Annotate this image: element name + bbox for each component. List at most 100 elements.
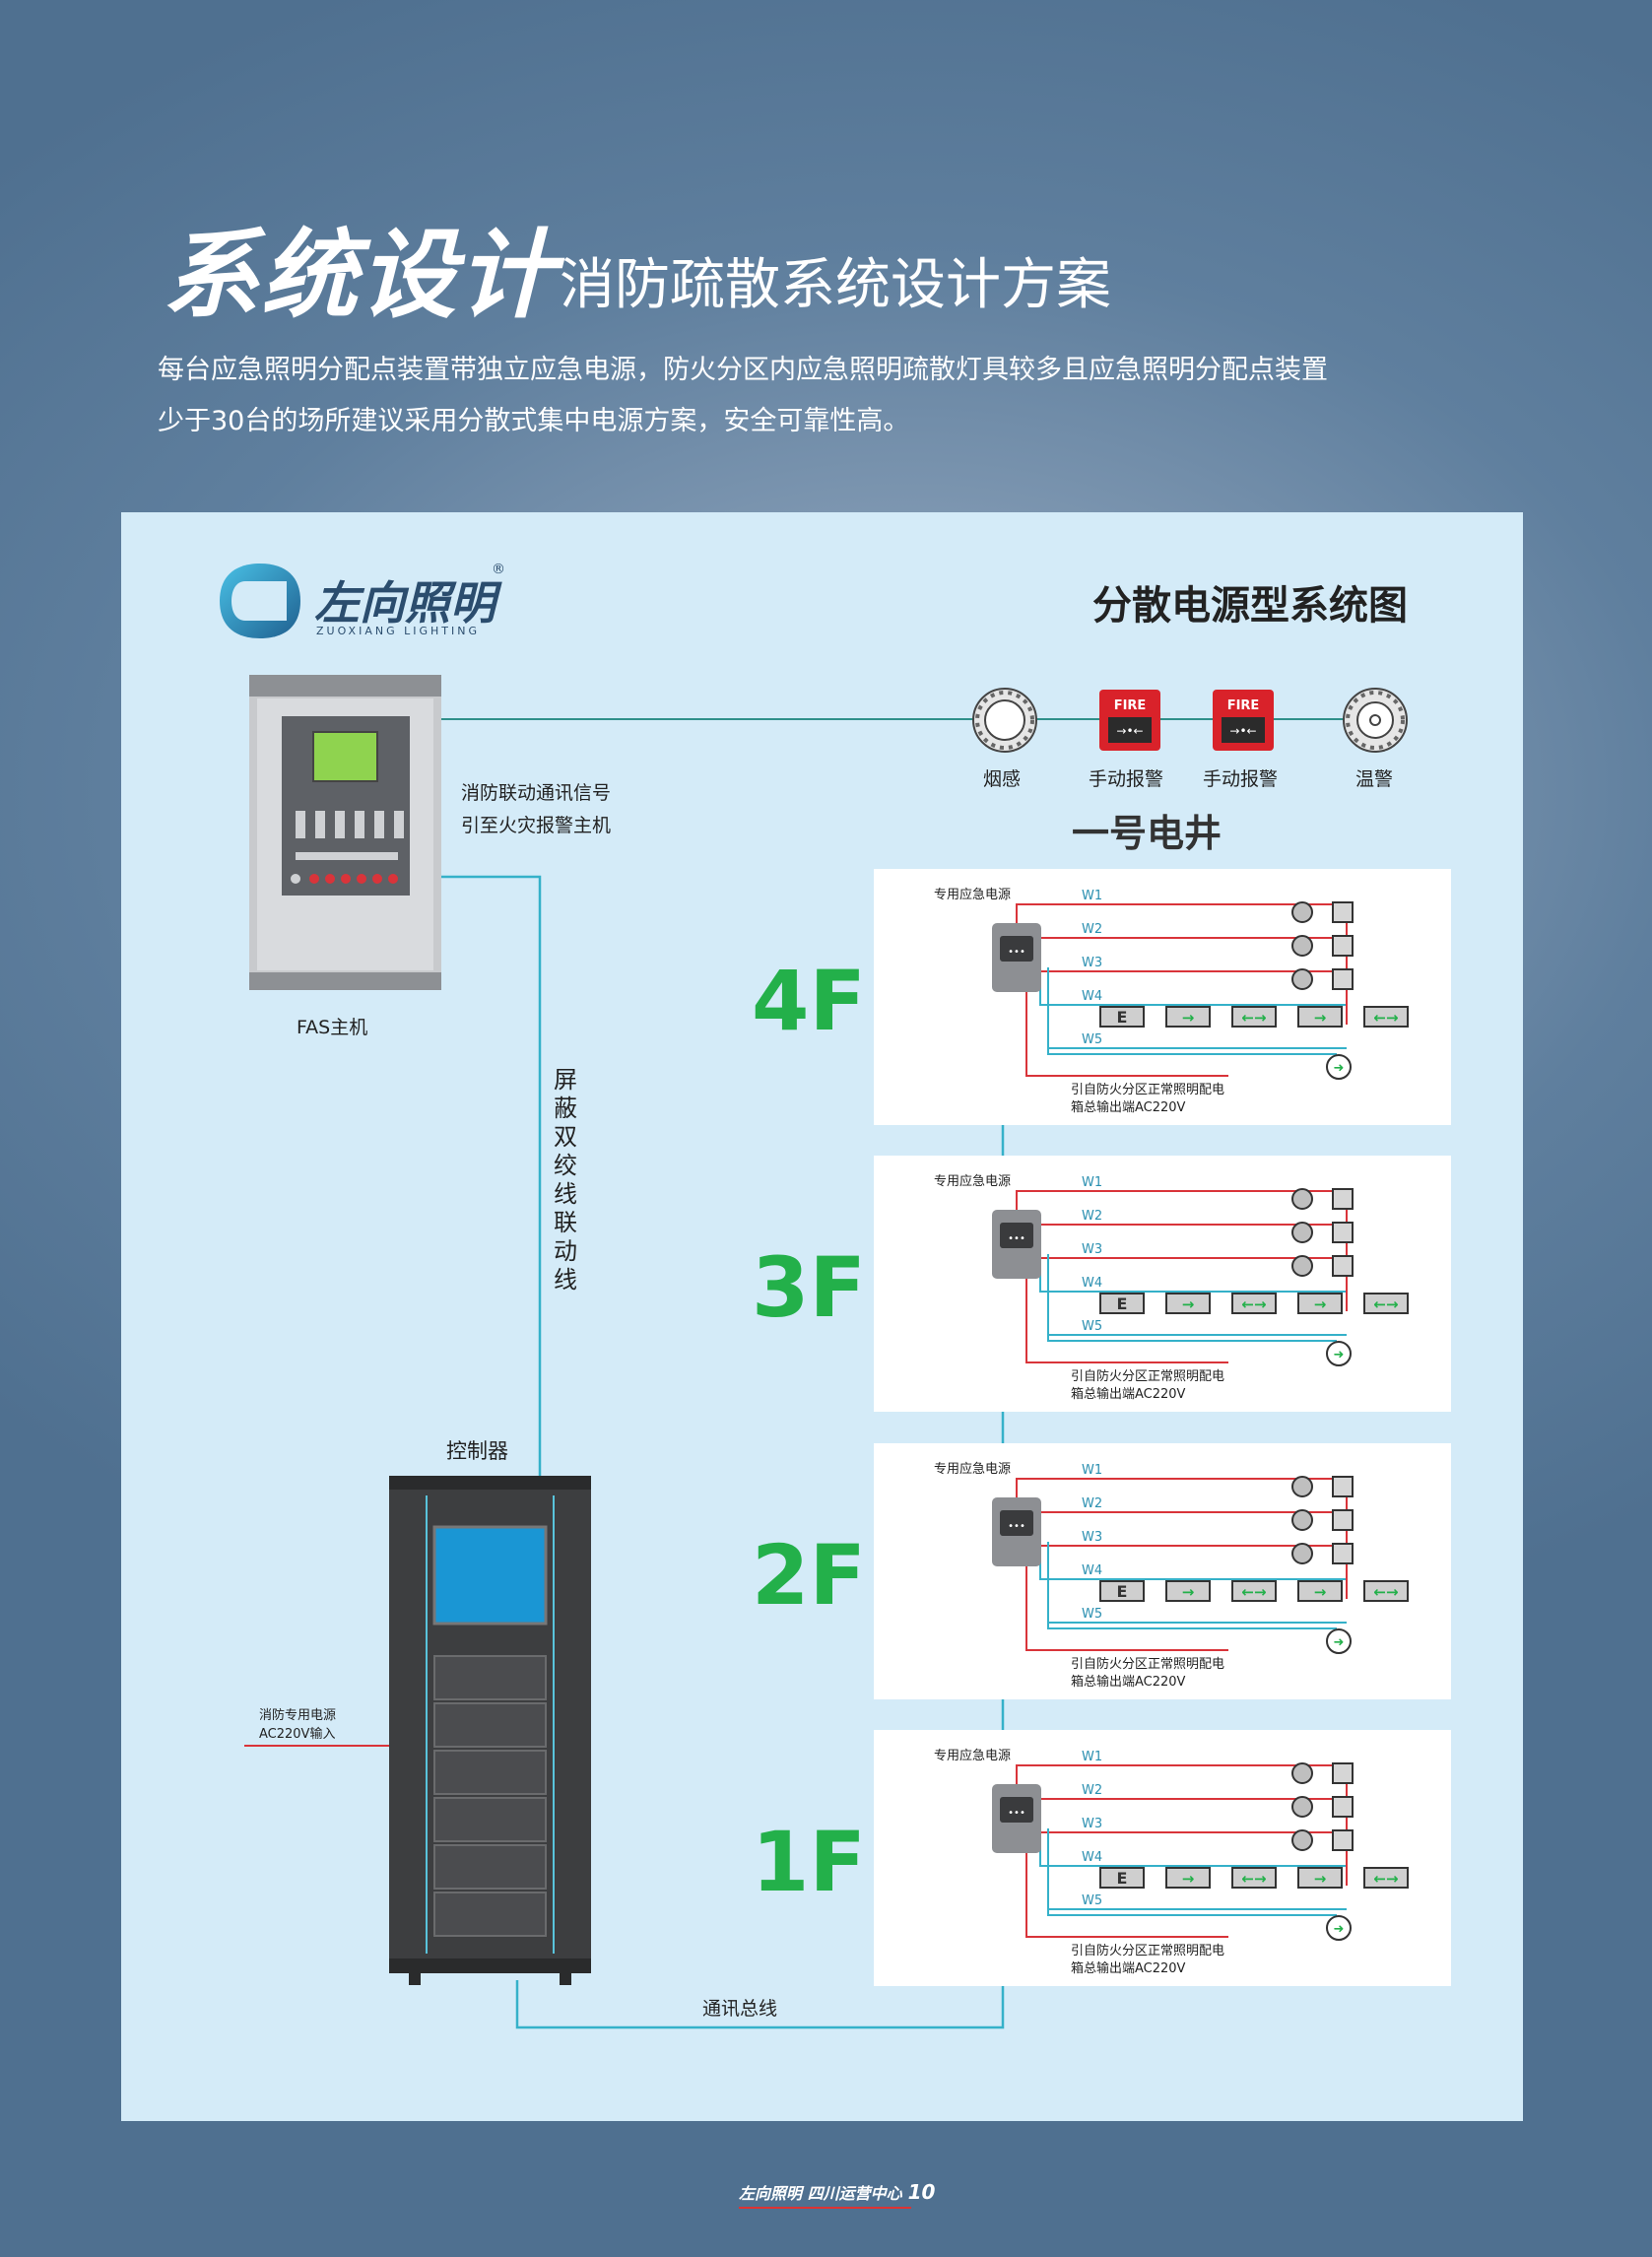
controller-cabinet <box>389 1476 591 1990</box>
direction-sign-icon <box>1297 1006 1343 1028</box>
ceiling-light-icon <box>1291 1543 1313 1564</box>
ac-source-note-2: 箱总输出端AC220V <box>1071 1960 1186 1976</box>
direction-arrow: ←→ <box>1373 1583 1398 1601</box>
ac-input-line <box>1025 1264 1228 1363</box>
power-unit-screen <box>1000 936 1033 962</box>
diagram-panel: 左向照明 ® ZUOXIANG LIGHTING 分散电源型系统图 <box>121 512 1523 2121</box>
smoke-detector <box>970 686 1039 759</box>
fire-badge-1: FIRE <box>1114 698 1147 713</box>
circuit-label: W1 <box>1082 1175 1102 1190</box>
circuit-label: W3 <box>1082 1242 1102 1257</box>
floor-exit-arrow: ➜ <box>1334 1922 1345 1937</box>
footer-brand: 左向照明 四川运营中心 10 <box>739 2180 935 2204</box>
direction-sign-icon <box>1231 1006 1277 1028</box>
circuit-label: W3 <box>1082 1530 1102 1545</box>
exit-sign-icon <box>1099 1006 1145 1028</box>
fas-cabinet-icon <box>249 675 441 990</box>
direction-sign-icon <box>1165 1293 1211 1314</box>
emergency-light-icon <box>1332 1255 1354 1277</box>
emergency-light-icon <box>1332 1509 1354 1531</box>
ac-source-note-2: 箱总输出端AC220V <box>1071 1674 1186 1690</box>
signal-note: 消防联动通讯信号 引至火灾报警主机 <box>461 778 611 837</box>
ac-source-note-1: 引自防火分区正常照明配电 <box>1071 1368 1224 1384</box>
exit-sign-label: E <box>1117 1008 1128 1027</box>
detector-label-2: 手动报警 <box>1089 768 1164 790</box>
fire-badge-2: FIRE <box>1227 698 1260 713</box>
brand-logo <box>216 560 304 646</box>
circuit-label: W5 <box>1082 1893 1102 1908</box>
emergency-light-icon <box>1332 935 1354 957</box>
direction-arrow: → <box>1314 1583 1327 1601</box>
controller-label: 控制器 <box>446 1439 508 1463</box>
controller-cabinet-icon <box>389 1476 591 1985</box>
intro-line-1: 每台应急照明分配点装置带独立应急电源，防火分区内应急照明疏散灯具较多且应急照明分… <box>158 355 1328 385</box>
power-unit-dots: ••• <box>1008 1521 1025 1532</box>
ac-source-note-1: 引自防火分区正常照明配电 <box>1071 1943 1224 1958</box>
ceiling-light-icon <box>1291 1188 1313 1210</box>
power-input-note: 消防专用电源 AC220V输入 <box>259 1704 336 1742</box>
ac-source-note-1: 引自防火分区正常照明配电 <box>1071 1082 1224 1097</box>
page-number: 10 <box>907 2180 936 2204</box>
manual-alarm-2: FIRE →•← <box>1213 690 1274 755</box>
direction-sign-icon <box>1231 1867 1277 1889</box>
circuit-label: W5 <box>1082 1032 1102 1047</box>
floor-exit-marker-icon <box>1326 1915 1352 1941</box>
circuit-label: W2 <box>1082 1209 1102 1224</box>
emergency-light-icon <box>1332 1188 1354 1210</box>
exit-sign-icon <box>1099 1867 1145 1889</box>
ceiling-light-icon <box>1291 901 1313 923</box>
ac-input-line <box>1025 1552 1228 1651</box>
power-label: 专用应急电源 <box>934 887 1011 902</box>
manual-alarm-icon: FIRE →•← <box>1213 690 1274 751</box>
floor-exit-marker-icon <box>1326 1054 1352 1080</box>
emergency-light-icon <box>1332 1829 1354 1851</box>
power-unit-dots: ••• <box>1008 1233 1025 1244</box>
power-label: 专用应急电源 <box>934 1748 1011 1763</box>
cable-label: 屏蔽双绞线联动线 <box>552 1066 579 1294</box>
exit-sign-icon <box>1099 1580 1145 1602</box>
emergency-light-icon <box>1332 1762 1354 1784</box>
power-label: 专用应急电源 <box>934 1461 1011 1477</box>
floor-exit-marker-icon <box>1326 1341 1352 1366</box>
direction-arrow: ←→ <box>1373 1295 1398 1313</box>
direction-sign-icon <box>1297 1293 1343 1314</box>
floor-label-1f: 1F <box>752 1814 866 1910</box>
direction-arrow: ←→ <box>1373 1009 1398 1027</box>
circuit-label: W4 <box>1082 1563 1102 1578</box>
emergency-light-icon <box>1332 1543 1354 1564</box>
ac-source-note-2: 箱总输出端AC220V <box>1071 1099 1186 1115</box>
ceiling-light-icon <box>1291 1476 1313 1497</box>
emergency-light-icon <box>1332 1222 1354 1243</box>
direction-sign-icon <box>1297 1580 1343 1602</box>
fas-label: FAS主机 <box>297 1017 368 1038</box>
footer-brand-text: 左向照明 四川运营中心 <box>739 2184 902 2203</box>
direction-sign-icon <box>1165 1580 1211 1602</box>
floor-exit-arrow: ➜ <box>1334 1061 1345 1076</box>
direction-arrow: → <box>1182 1295 1195 1313</box>
circuit-label: W2 <box>1082 922 1102 937</box>
floor-label-4f: 4F <box>752 953 866 1049</box>
heat-detector-icon <box>1343 688 1408 753</box>
direction-sign-icon <box>1363 1580 1409 1602</box>
direction-arrow: → <box>1182 1009 1195 1027</box>
circuit-label: W1 <box>1082 889 1102 903</box>
manual-alarm-1: FIRE →•← <box>1099 690 1160 755</box>
direction-sign-icon <box>1165 1867 1211 1889</box>
floor-exit-marker-icon <box>1326 1628 1352 1654</box>
brand-name: 左向照明 <box>314 576 496 630</box>
ceiling-light-icon <box>1291 935 1313 957</box>
direction-arrow: ←→ <box>1241 1009 1266 1027</box>
power-input-line-2: AC220V输入 <box>259 1727 336 1742</box>
direction-arrow: ←→ <box>1241 1870 1266 1888</box>
direction-arrow: → <box>1314 1870 1327 1888</box>
circuit-line-5b <box>1047 1828 1337 1916</box>
footer-divider <box>739 2207 911 2209</box>
ceiling-light-icon <box>1291 1509 1313 1531</box>
power-label: 专用应急电源 <box>934 1173 1011 1189</box>
direction-sign-icon <box>1297 1867 1343 1889</box>
direction-arrow: ←→ <box>1241 1295 1266 1313</box>
